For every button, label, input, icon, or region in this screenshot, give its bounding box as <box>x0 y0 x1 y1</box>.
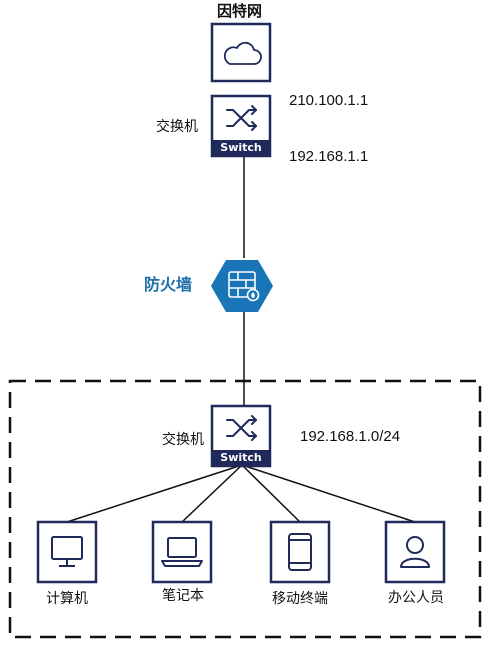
device-label-user: 办公人员 <box>388 590 444 606</box>
device-mobile <box>269 520 331 584</box>
top-switch-lan-ip: 192.168.1.1 <box>289 148 369 165</box>
mobile-icon <box>288 533 312 571</box>
link-switch-to-computer <box>66 464 243 523</box>
device-label-mobile: 移动终端 <box>272 591 328 607</box>
monitor-icon <box>51 536 83 567</box>
link-switch-to-mobile <box>241 464 301 523</box>
top-switch-wan-ip: 210.100.1.1 <box>289 92 369 109</box>
top-switch-badge: Switch <box>220 141 262 154</box>
top-switch-node <box>210 94 272 158</box>
internet-node <box>210 22 272 83</box>
link-switch-to-laptop <box>181 464 243 523</box>
device-laptop <box>151 520 213 584</box>
cloud-icon <box>223 41 262 65</box>
device-user <box>384 520 446 584</box>
device-label-laptop: 笔记本 <box>162 588 204 604</box>
device-label-computer: 计算机 <box>46 591 88 607</box>
firewall-node <box>211 260 273 312</box>
lan-switch-node <box>210 404 272 468</box>
lan-boundary <box>8 379 482 639</box>
firewall-icon <box>228 271 260 302</box>
device-computer <box>36 520 98 584</box>
link-switch-to-user <box>241 464 416 523</box>
laptop-icon <box>161 537 203 567</box>
firewall-label: 防火墙 <box>144 275 193 294</box>
internet-label: 因特网 <box>217 2 263 20</box>
top-switch-label: 交换机 <box>156 119 198 135</box>
user-icon <box>400 536 430 568</box>
lan-switch-label: 交换机 <box>162 432 204 448</box>
firewall-hexagon <box>211 260 273 312</box>
switch-icon <box>226 415 257 441</box>
lan-switch-badge: Switch <box>220 451 262 464</box>
switch-icon <box>226 105 257 131</box>
lan-subnet: 192.168.1.0/24 <box>300 428 401 445</box>
